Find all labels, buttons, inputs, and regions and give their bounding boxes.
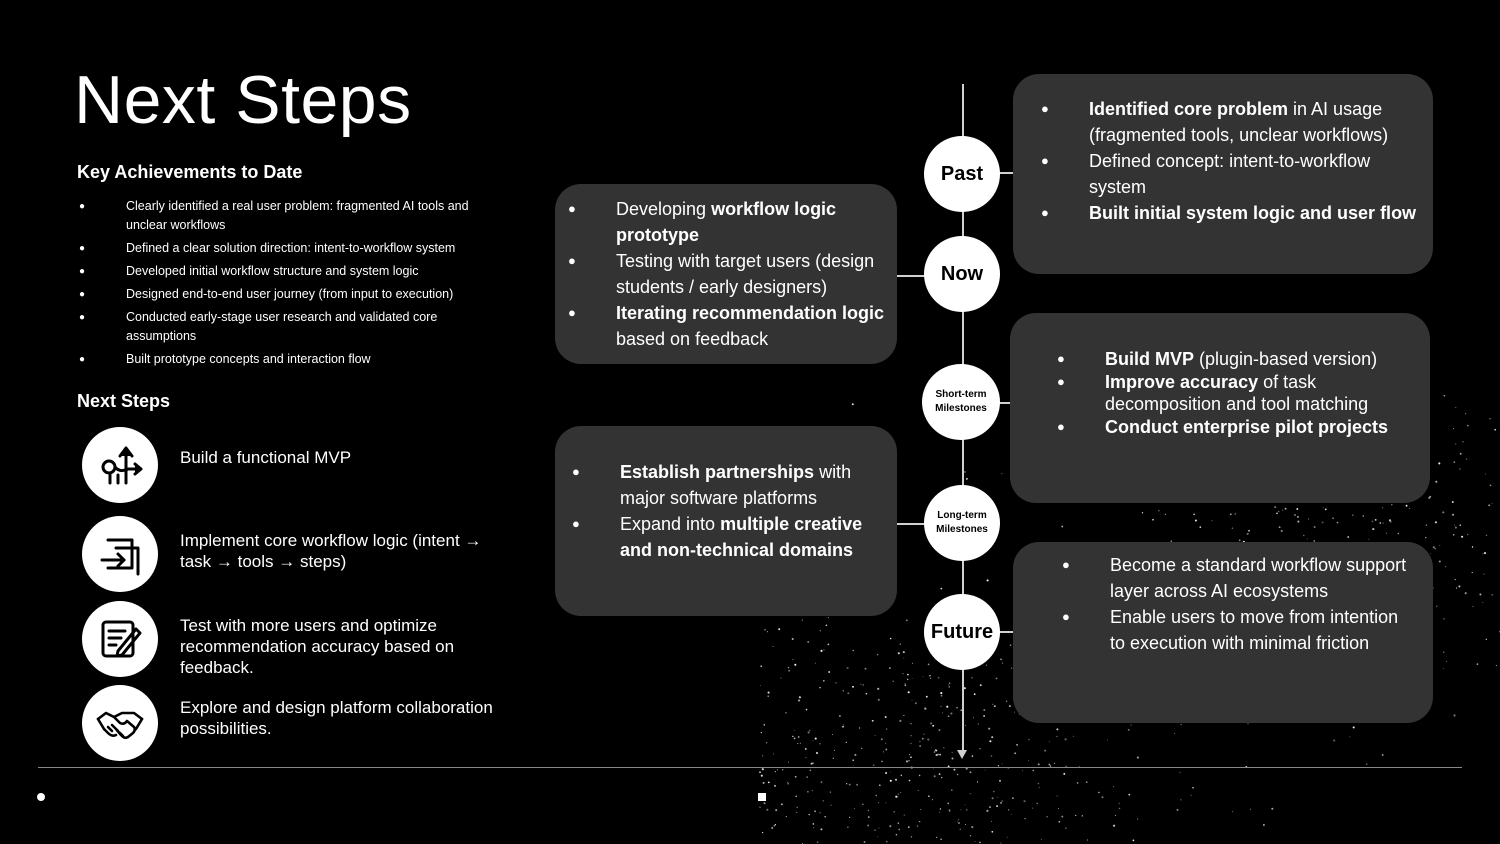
list-item: Identified core problem in AI usage (fra… [1041,96,1419,148]
past-card: Identified core problem in AI usage (fra… [1013,74,1433,274]
long-term-card: Establish partnerships with major softwa… [555,426,897,616]
next-step-text: Test with more users and optimize recomm… [180,616,455,677]
page-title: Next Steps [74,62,412,138]
edit-document-icon [82,601,158,677]
timeline-node-past: Past [924,136,1000,212]
list-item: Built prototype concepts and interaction… [76,350,496,369]
next-step-text: Implement core workflow logic (intent → … [180,531,482,571]
list-item: Built initial system logic and user flow [1041,200,1419,226]
next-step-item: Test with more users and optimize recomm… [82,601,522,677]
timeline-node-long-term: Long-term Milestones [924,485,1000,561]
list-item: Developed initial workflow structure and… [76,262,496,281]
footer-divider [38,767,1462,768]
workflow-arrows-icon [82,427,158,503]
enter-arrow-icon [82,516,158,592]
connector [999,631,1013,633]
list-item: Conducted early-stage user research and … [76,308,496,346]
connector [999,172,1013,174]
list-item: Clearly identified a real user problem: … [76,197,496,235]
timeline-arrow-icon [957,750,967,759]
timeline-node-future: Future [924,594,1000,670]
connector [897,275,925,277]
next-step-item: Explore and design platform collaboratio… [82,685,522,761]
next-steps-heading: Next Steps [77,391,171,411]
connector [999,402,1011,404]
future-card: Become a standard workflow support layer… [1013,542,1433,723]
list-item: Improve accuracy of task decomposition a… [1057,371,1405,415]
list-item: Developing workflow logic prototype [568,196,891,248]
next-step-text: Explore and design platform collaboratio… [180,698,493,738]
list-item: Defined a clear solution direction: inte… [76,239,496,258]
footer-square [758,793,766,801]
list-item: Build MVP (plugin-based version) [1057,348,1405,370]
list-item: Defined concept: intent-to-workflow syst… [1041,148,1419,200]
achievements-list: Clearly identified a real user problem: … [76,197,496,373]
handshake-icon [82,685,158,761]
next-step-item: Implement core workflow logic (intent → … [82,516,522,592]
list-item: Enable users to move from intention to e… [1062,604,1415,656]
connector [897,523,925,525]
next-step-text: Build a functional MVP [180,448,352,467]
list-item: Conduct enterprise pilot projects [1057,416,1405,438]
next-step-item: Build a functional MVP [82,427,522,503]
timeline-node-now: Now [924,236,1000,312]
list-item: Expand into multiple creative and non-te… [572,511,885,563]
list-item: Establish partnerships with major softwa… [572,459,885,511]
timeline-node-short-term: Short-term Milestones [922,364,1000,440]
list-item: Become a standard workflow support layer… [1062,552,1415,604]
achievements-heading: Key Achievements to Date [77,162,303,182]
footer-dot [37,793,45,801]
now-card: Developing workflow logic prototype Test… [555,184,897,364]
list-item: Designed end-to-end user journey (from i… [76,285,496,304]
list-item: Testing with target users (design studen… [568,248,891,300]
list-item: Iterating recommendation logic based on … [568,300,891,352]
short-term-card: Build MVP (plugin-based version) Improve… [1010,313,1430,503]
